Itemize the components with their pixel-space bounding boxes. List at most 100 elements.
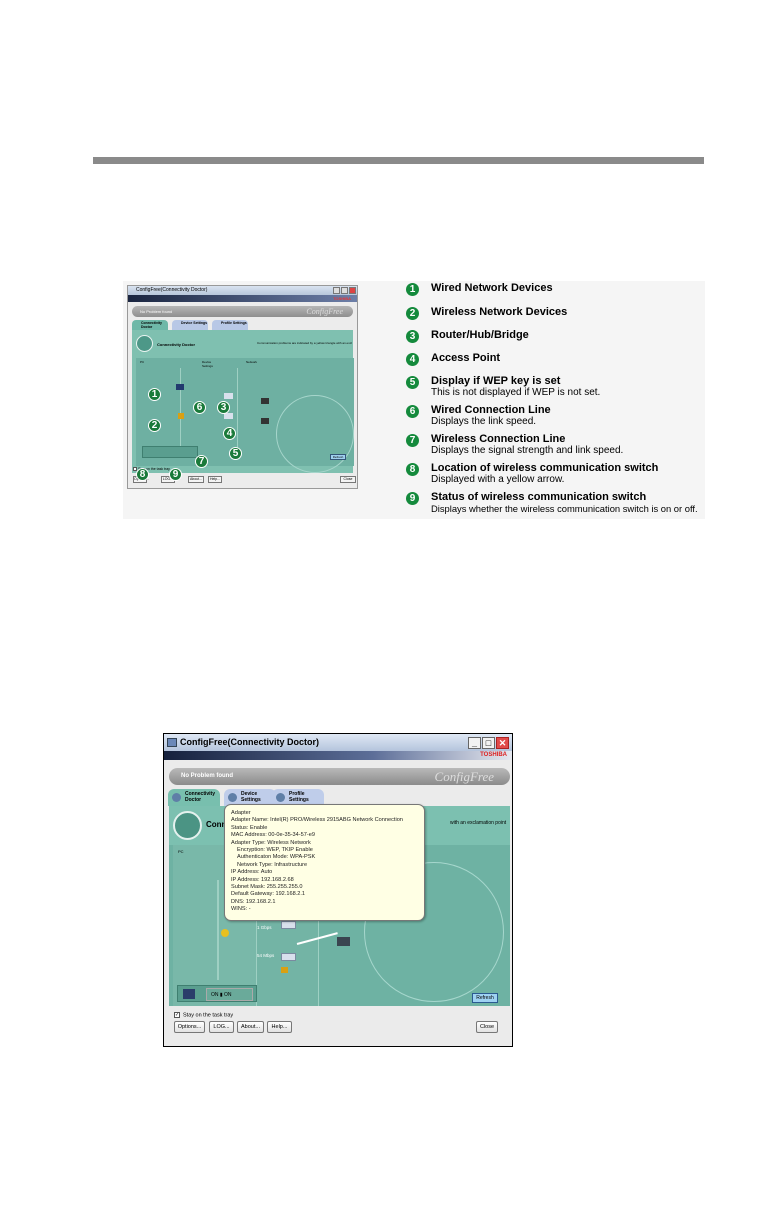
tooltip-line: Adapter xyxy=(231,810,251,816)
legend-subtitle: This is not displayed if WEP is not set. xyxy=(431,387,601,398)
small-panel: Connectivity Doctor Communication proble… xyxy=(132,330,354,473)
small-col-device: Device Settings xyxy=(202,360,213,368)
tooltip-line: IP Address: Auto xyxy=(231,869,273,876)
legend-title: Wired Connection Line xyxy=(431,404,551,416)
network-map: PC 1 Gbps 54 Mbps ON ▮ ON Refresh xyxy=(169,845,510,1006)
callout-3: 3 xyxy=(217,401,230,414)
status-text: No Problem found xyxy=(181,773,233,779)
help-button[interactable]: Help... xyxy=(267,1021,292,1033)
small-column-divider xyxy=(180,368,238,448)
network-device-icon[interactable] xyxy=(337,937,350,946)
callout-8: 8 xyxy=(136,468,149,481)
small-panel-message: Communication problems are indicated by … xyxy=(257,341,352,345)
tab-profile-settings[interactable]: Profile Settings xyxy=(272,789,324,806)
tab-label: Device Settings xyxy=(241,791,261,803)
wireless-switch-area: ON ▮ ON xyxy=(177,985,257,1002)
tooltip-line: Subnet Mask: 255.255.255.0 xyxy=(231,884,303,891)
checkbox-icon[interactable]: ✓ xyxy=(174,1012,180,1018)
legend-number: 3 xyxy=(406,330,419,343)
legend-title: Display if WEP key is set xyxy=(431,375,561,387)
legend-number: 8 xyxy=(406,463,419,476)
tooltip-line: IP Address: 192.168.2.68 xyxy=(231,876,294,883)
annotated-figure: ConfigFree(Connectivity Doctor) TOSHIBA … xyxy=(123,281,705,519)
tooltip-line: MAC Address: 00-0e-35-34-57-e9 xyxy=(231,832,315,839)
callout-7: 7 xyxy=(195,455,208,468)
small-stay-label: Stay on the task tray xyxy=(137,467,170,471)
callout-5: 5 xyxy=(229,447,242,460)
configfree-logo: ConfigFree xyxy=(434,769,494,784)
switch-state: ON xyxy=(224,992,232,998)
wireless-switch-status: ON ▮ ON xyxy=(206,988,253,1001)
doctor-icon xyxy=(136,335,153,352)
stay-on-tray-checkbox[interactable]: ✓Stay on the task tray xyxy=(174,1012,233,1018)
profile-tab-icon xyxy=(276,793,285,802)
legend-number: 6 xyxy=(406,405,419,418)
small-wired-device xyxy=(176,384,184,390)
stay-label: Stay on the task tray xyxy=(183,1012,234,1019)
legend-number: 4 xyxy=(406,353,419,366)
small-refresh-button: Refresh xyxy=(330,454,346,460)
window-titlebar: ConfigFree(Connectivity Doctor) _ □ ✕ xyxy=(164,734,512,751)
small-tab-device: Device Settings xyxy=(172,320,208,330)
legend-title: Wired Network Devices xyxy=(431,282,553,294)
callout-1: 1 xyxy=(148,388,161,401)
legend-subtitle: Displayed with a yellow arrow. xyxy=(431,474,565,485)
tab-label: Connectivity Doctor xyxy=(185,791,216,803)
legend-title: Access Point xyxy=(431,352,501,364)
small-col-pc: PC xyxy=(140,360,145,364)
options-button[interactable]: Options... xyxy=(174,1021,205,1033)
doctor-icon xyxy=(173,811,202,840)
legend-number: 7 xyxy=(406,434,419,447)
small-help-button: Help... xyxy=(208,476,222,483)
tab-device-settings[interactable]: Device Settings xyxy=(224,789,276,806)
doctor-tab-icon xyxy=(172,793,181,802)
small-title-text: ConfigFree(Connectivity Doctor) xyxy=(136,287,208,293)
tooltip-line: Encryption: WEP, TKIP Enable xyxy=(237,847,313,854)
access-point-icon[interactable] xyxy=(281,953,296,961)
small-network-area: PC Device Settings Network Refresh xyxy=(136,358,354,473)
tooltip-line: Default Gateway: 192.168.2.1 xyxy=(231,891,306,898)
header-rule xyxy=(93,157,704,164)
legend-subtitle: Displays the link speed. xyxy=(431,416,537,427)
maximize-icon xyxy=(341,287,348,294)
callout-9: 9 xyxy=(169,468,182,481)
adapter-tooltip: Adapter Adapter Name: Intel(R) PRO/Wirel… xyxy=(224,804,425,921)
close-icon xyxy=(349,287,356,294)
legend-number: 1 xyxy=(406,283,419,296)
app-icon xyxy=(167,738,177,747)
small-globe xyxy=(276,395,354,473)
wired-speed-label: 1 Gbps xyxy=(257,925,272,930)
about-button[interactable]: About... xyxy=(237,1021,264,1033)
small-stay-checkbox: Stay on the task tray xyxy=(133,467,170,472)
legend-subtitle: Displays whether the wireless communicat… xyxy=(431,503,698,514)
callout-4: 4 xyxy=(223,427,236,440)
small-about-button: About... xyxy=(188,476,204,483)
legend-title: Status of wireless communication switch xyxy=(431,491,647,503)
refresh-button[interactable]: Refresh xyxy=(472,993,498,1003)
wireless-adapter-icon[interactable] xyxy=(221,929,229,937)
tooltip-line: Adapter Name: Intel(R) PRO/Wireless 2915… xyxy=(231,817,403,824)
window-title: ConfigFree(Connectivity Doctor) xyxy=(180,737,320,747)
maximize-icon[interactable]: □ xyxy=(482,737,495,749)
configfree-window: ConfigFree(Connectivity Doctor) _ □ ✕ TO… xyxy=(163,733,513,1047)
small-window-title: ConfigFree(Connectivity Doctor) xyxy=(128,286,357,295)
tab-connectivity-doctor[interactable]: Connectivity Doctor xyxy=(168,789,220,806)
legend-number: 9 xyxy=(406,492,419,505)
small-net-device-2 xyxy=(261,418,269,424)
close-icon[interactable]: ✕ xyxy=(496,737,509,749)
small-tabs: Connectivity Doctor Device Settings Prof… xyxy=(132,320,353,330)
log-button[interactable]: LOG... xyxy=(209,1021,234,1033)
panel-message: with an exclamation point xyxy=(450,820,507,826)
router-icon[interactable] xyxy=(281,921,296,929)
pc-link-line xyxy=(217,880,219,980)
device-tab-icon xyxy=(228,793,237,802)
small-col-network: Network xyxy=(246,360,258,364)
minimize-icon xyxy=(333,287,340,294)
close-button[interactable]: Close xyxy=(476,1021,498,1033)
small-screenshot: ConfigFree(Connectivity Doctor) TOSHIBA … xyxy=(127,285,358,489)
minimize-icon[interactable]: _ xyxy=(468,737,481,749)
small-tab-profile: Profile Settings xyxy=(212,320,248,330)
legend-title: Wireless Network Devices xyxy=(431,306,568,318)
tooltip-line: Adapter Type: Wireless Network xyxy=(231,839,311,846)
small-access-point xyxy=(224,413,233,419)
